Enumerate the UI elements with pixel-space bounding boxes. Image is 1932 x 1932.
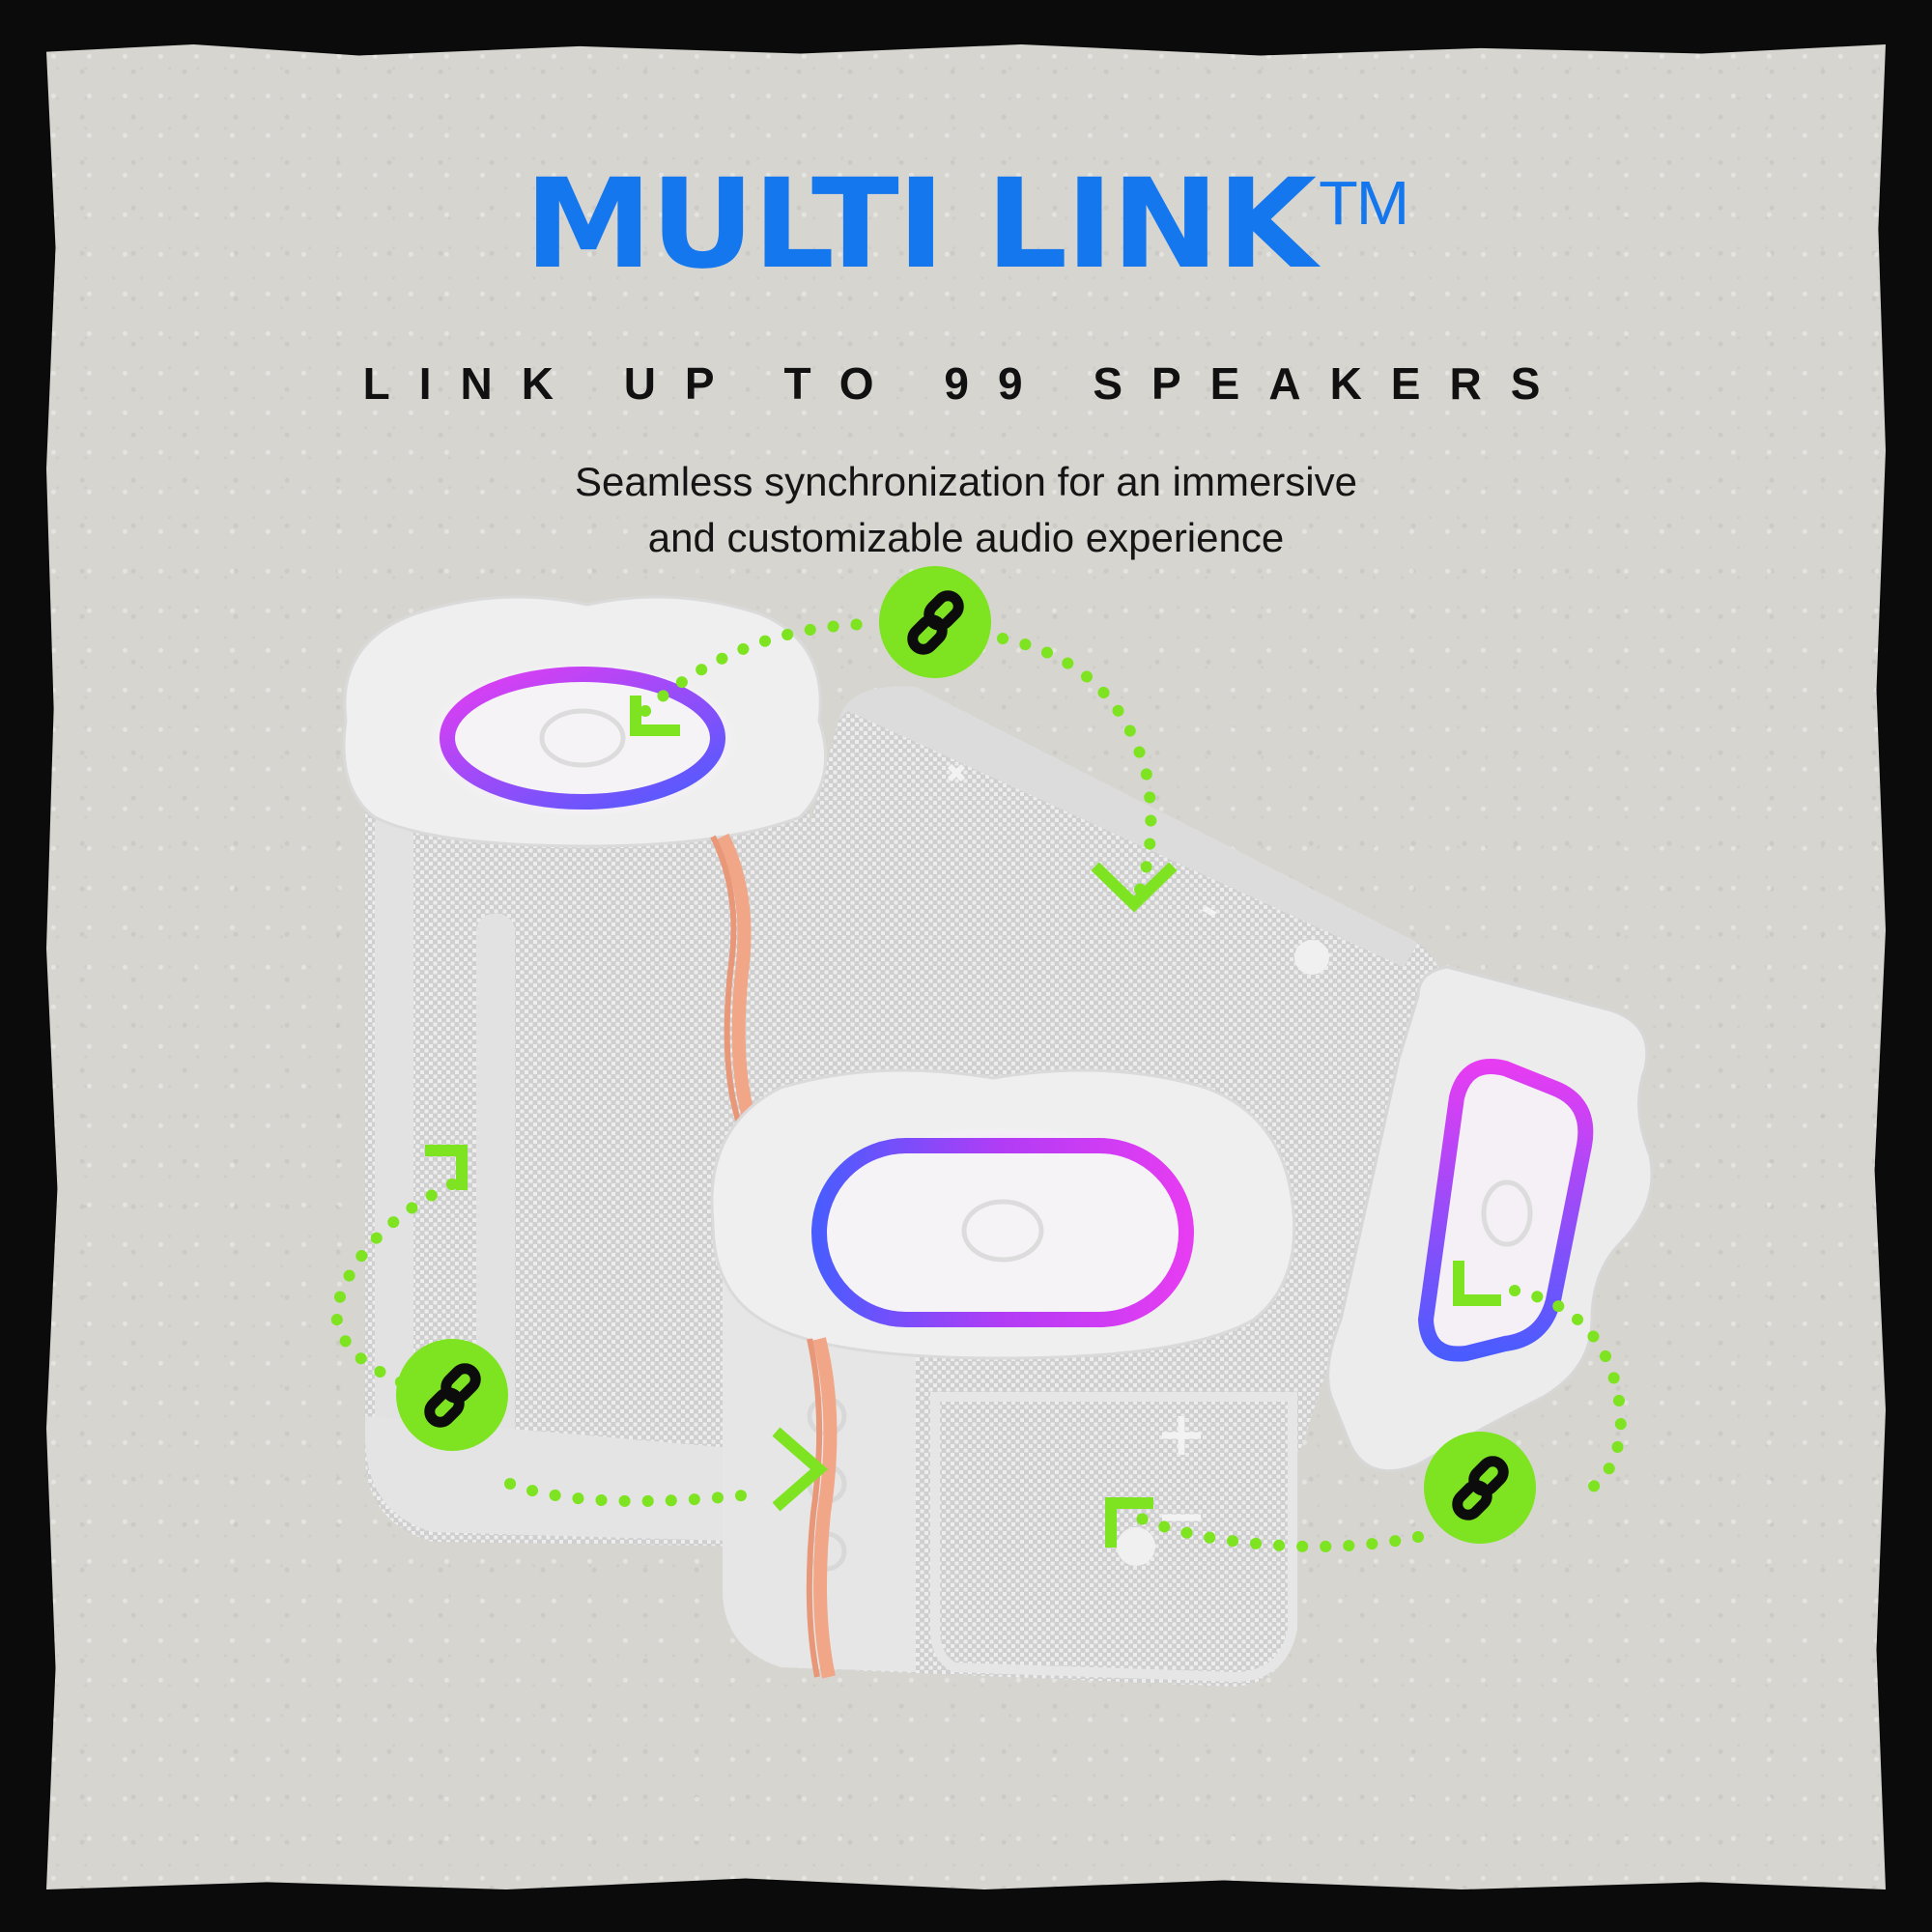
link-badge-top[interactable]	[879, 566, 991, 678]
link-path-right	[1122, 1285, 1628, 1552]
link-icon	[907, 590, 964, 655]
ad-panel: MULTI LINKTM LINK UP TO 99 SPEAKERS Seam…	[46, 44, 1886, 1889]
power-button-icon	[1294, 940, 1329, 975]
plus-button-icon	[1162, 1416, 1201, 1455]
tagline: Seamless synchronization for an immersiv…	[483, 454, 1449, 566]
minus-button-icon	[1202, 905, 1217, 918]
skull-logo-icon	[961, 1199, 1044, 1263]
subtitle: LINK UP TO 99 SPEAKERS	[362, 358, 1570, 409]
link-icon	[1452, 1456, 1509, 1520]
power-button-icon	[1117, 1527, 1155, 1566]
product-illustration	[329, 566, 1654, 1687]
tagline-line-1: Seamless synchronization for an immersiv…	[575, 459, 1357, 504]
speaker-front	[710, 1068, 1302, 1687]
title-text: MULTI LINK	[524, 153, 1317, 297]
tagline-line-2: and customizable audio experience	[647, 515, 1285, 560]
skull-logo-icon	[1481, 1179, 1533, 1247]
link-badge-left[interactable]	[396, 1339, 508, 1451]
plus-button-icon	[947, 763, 966, 782]
page-title: MULTI LINKTM	[46, 153, 1886, 297]
link-badge-right[interactable]	[1424, 1432, 1536, 1544]
link-path-left	[329, 1179, 767, 1507]
link-icon	[424, 1363, 481, 1428]
trademark-mark: TM	[1319, 168, 1409, 238]
arrow-icon	[425, 696, 1501, 1548]
skull-logo-icon	[539, 708, 626, 768]
